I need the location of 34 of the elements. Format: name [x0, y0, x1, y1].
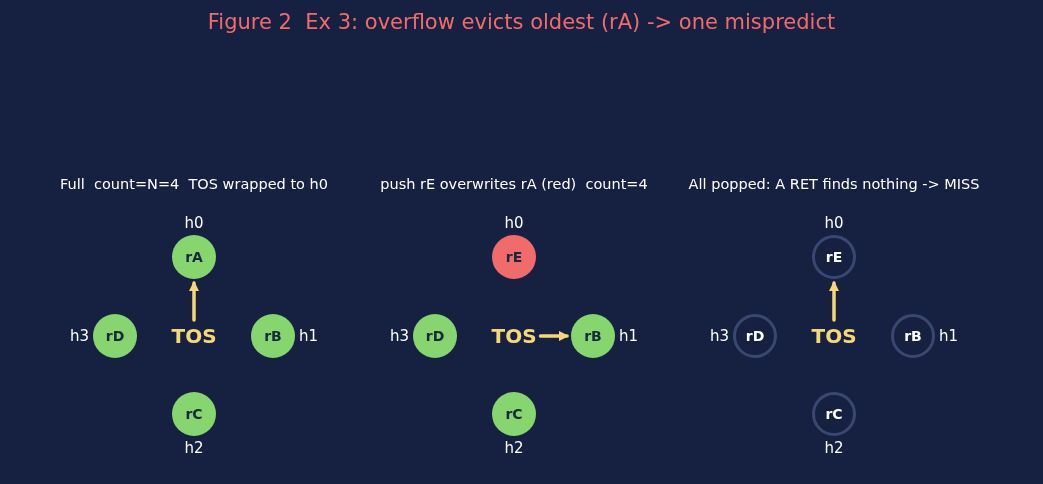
pointer-label: TOS — [811, 324, 857, 348]
slot-index-label: h3 — [390, 327, 410, 345]
stack-slot-circle: rE — [492, 235, 536, 279]
pointer-arrow — [538, 330, 570, 342]
pointer-label: TOS — [171, 324, 217, 348]
pointer-arrow — [828, 280, 840, 322]
panel-heading: All popped: A RET finds nothing -> MISS — [687, 176, 981, 192]
stack-slot-circle: rA — [172, 235, 216, 279]
empty-slot-circle: rD — [733, 314, 777, 358]
slot-index-label: h2 — [504, 439, 524, 457]
slot-index-label: h0 — [184, 214, 204, 232]
slot-index-label: h1 — [939, 327, 959, 345]
slot-index-label: h3 — [70, 327, 90, 345]
stack-slot-circle: rD — [413, 314, 457, 358]
slot-index-label: h0 — [504, 214, 524, 232]
panel-heading: Full count=N=4 TOS wrapped to h0 — [59, 176, 329, 192]
slot-index-label: h2 — [184, 439, 204, 457]
slot-index-label: h1 — [619, 327, 639, 345]
stack-slot-circle: rD — [93, 314, 137, 358]
stack-slot-circle: rB — [571, 314, 615, 358]
pointer-label: TOS — [491, 324, 537, 348]
empty-slot-circle: rE — [812, 235, 856, 279]
slot-index-label: h3 — [710, 327, 730, 345]
figure-title: Figure 2 Ex 3: overflow evicts oldest (rA) -> one mispredict — [206, 10, 837, 34]
empty-slot-circle: rB — [891, 314, 935, 358]
slot-index-label: h1 — [299, 327, 319, 345]
empty-slot-circle: rC — [812, 392, 856, 436]
pointer-arrow — [188, 280, 200, 322]
slot-index-label: h2 — [824, 439, 844, 457]
stack-slot-circle: rC — [492, 392, 536, 436]
panel-heading: push rE overwrites rA (red) count=4 — [379, 176, 649, 192]
stack-slot-circle: rB — [251, 314, 295, 358]
slot-index-label: h0 — [824, 214, 844, 232]
stack-slot-circle: rC — [172, 392, 216, 436]
